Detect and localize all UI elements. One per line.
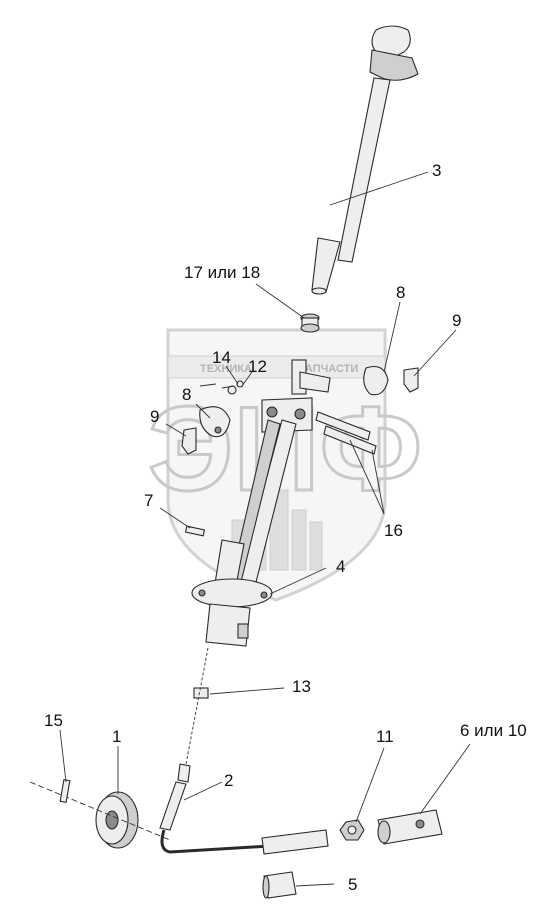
part-14-pin — [199, 383, 235, 389]
part-5-sleeve — [262, 871, 297, 899]
watermark-text-left: ТЕХНИКА — [200, 363, 252, 375]
callout-1: 1 — [112, 727, 121, 746]
part-6-10-clevis — [377, 809, 443, 845]
callout-13: 13 — [292, 677, 311, 696]
callout-2: 2 — [224, 771, 233, 790]
part-4-bracket — [191, 359, 331, 647]
callout-9-right: 9 — [452, 311, 461, 330]
part-8-cam-plate-right — [363, 365, 389, 396]
callout-5: 5 — [348, 875, 357, 894]
part-8-cam-plate-left — [199, 406, 231, 438]
callout-6-10: 6 или 10 — [460, 721, 527, 740]
callout-12: 12 — [248, 357, 267, 376]
part-9-clip-left — [181, 427, 197, 455]
part-11-nut — [339, 819, 365, 841]
part-2-cable — [159, 647, 329, 855]
pulley-axis-line — [29, 781, 171, 841]
callout-17-18: 17 или 18 — [184, 263, 260, 282]
callout-11: 11 — [376, 727, 394, 746]
callout-8-left: 8 — [182, 385, 191, 404]
part-1-pulley — [95, 791, 139, 849]
part-17-18-bushing — [300, 313, 320, 333]
callout-14: 14 — [212, 348, 231, 367]
callout-7: 7 — [144, 491, 153, 510]
callout-9-left: 9 — [150, 407, 159, 426]
part-9-clip-right — [403, 367, 419, 393]
part-15-pin — [59, 779, 71, 803]
part-3-lever-rod — [311, 25, 419, 295]
callout-4: 4 — [336, 557, 345, 576]
part-7-pin — [184, 525, 206, 537]
callout-8-right: 8 — [396, 283, 405, 302]
callout-labels: 3 17 или 18 8 9 14 12 8 9 7 16 4 13 15 1… — [44, 161, 527, 894]
callout-16: 16 — [384, 521, 403, 540]
watermark-text-right: ЗАПЧАСТИ — [298, 363, 358, 375]
callout-15: 15 — [44, 711, 63, 730]
leader-lines — [59, 171, 471, 887]
callout-3: 3 — [432, 161, 441, 180]
part-13-clamp — [193, 687, 209, 699]
